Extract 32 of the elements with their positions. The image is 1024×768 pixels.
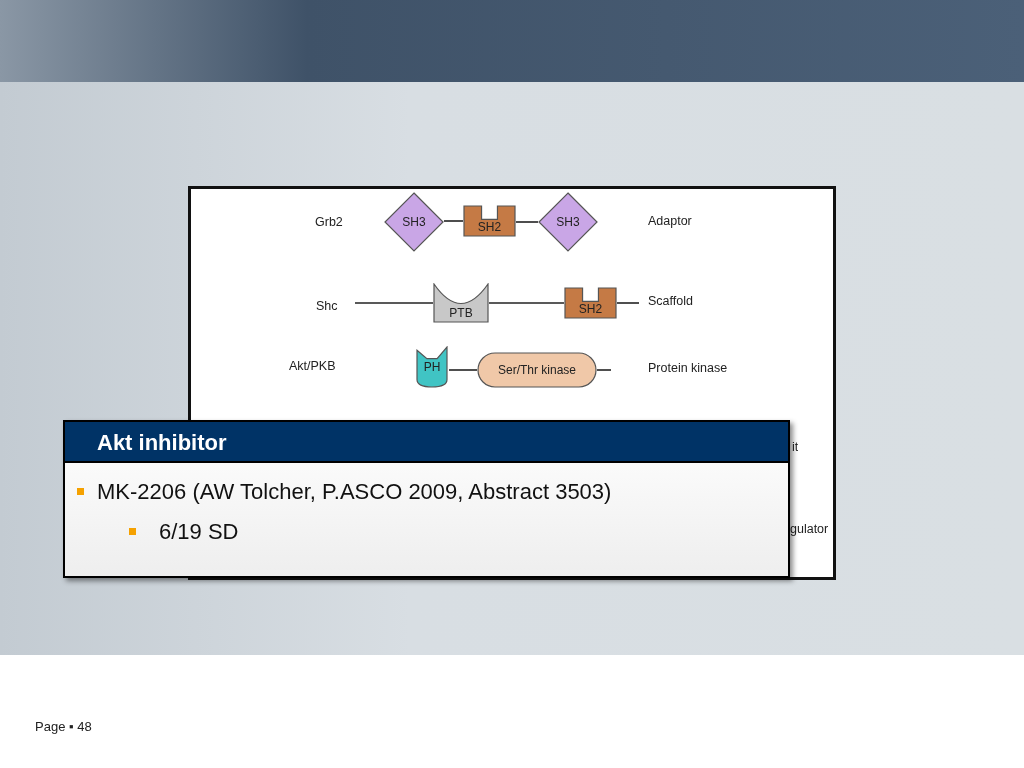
- protein-name: Akt/PKB: [289, 358, 336, 374]
- cut-off-text: gulator: [790, 521, 829, 537]
- ptb-domain-shape: [433, 283, 489, 323]
- page-number: Page ▪ 48: [35, 719, 92, 735]
- bullet-text: MK-2206 (AW Tolcher, P.ASCO 2009, Abstract 3503): [97, 479, 612, 505]
- domain-label: Ser/Thr kinase: [498, 363, 576, 377]
- cut-off-text: it: [792, 439, 799, 455]
- kinase-domain-capsule: [477, 352, 597, 388]
- bullet-text: 6/19 SD: [159, 519, 239, 545]
- backbone-line: [448, 369, 478, 371]
- domain-label: SH2: [477, 220, 502, 234]
- domain-label: SH2: [578, 302, 603, 316]
- domain-label: SH3: [402, 215, 426, 229]
- card-heading-bar: Akt inhibitor: [65, 422, 788, 463]
- protein-name: Grb2: [315, 214, 343, 230]
- protein-name: Shc: [316, 298, 338, 314]
- role-label: Scaffold: [648, 293, 693, 309]
- sh3-domain-diamond: [384, 192, 444, 252]
- backbone-line: [488, 302, 565, 304]
- role-label: Protein kinase: [648, 360, 728, 376]
- domain-label: SH3: [556, 215, 580, 229]
- backbone-line: [596, 369, 612, 371]
- ph-domain-shape: [415, 346, 449, 388]
- backbone-line: [443, 220, 464, 222]
- backbone-line: [616, 302, 640, 304]
- sh3-domain-diamond: [538, 192, 598, 252]
- role-label: Adaptor: [648, 213, 692, 229]
- backbone-line: [354, 302, 434, 304]
- backbone-line: [515, 221, 539, 223]
- text-card: [63, 420, 790, 578]
- domain-label: PH: [423, 360, 441, 374]
- domain-label: PTB: [449, 306, 473, 320]
